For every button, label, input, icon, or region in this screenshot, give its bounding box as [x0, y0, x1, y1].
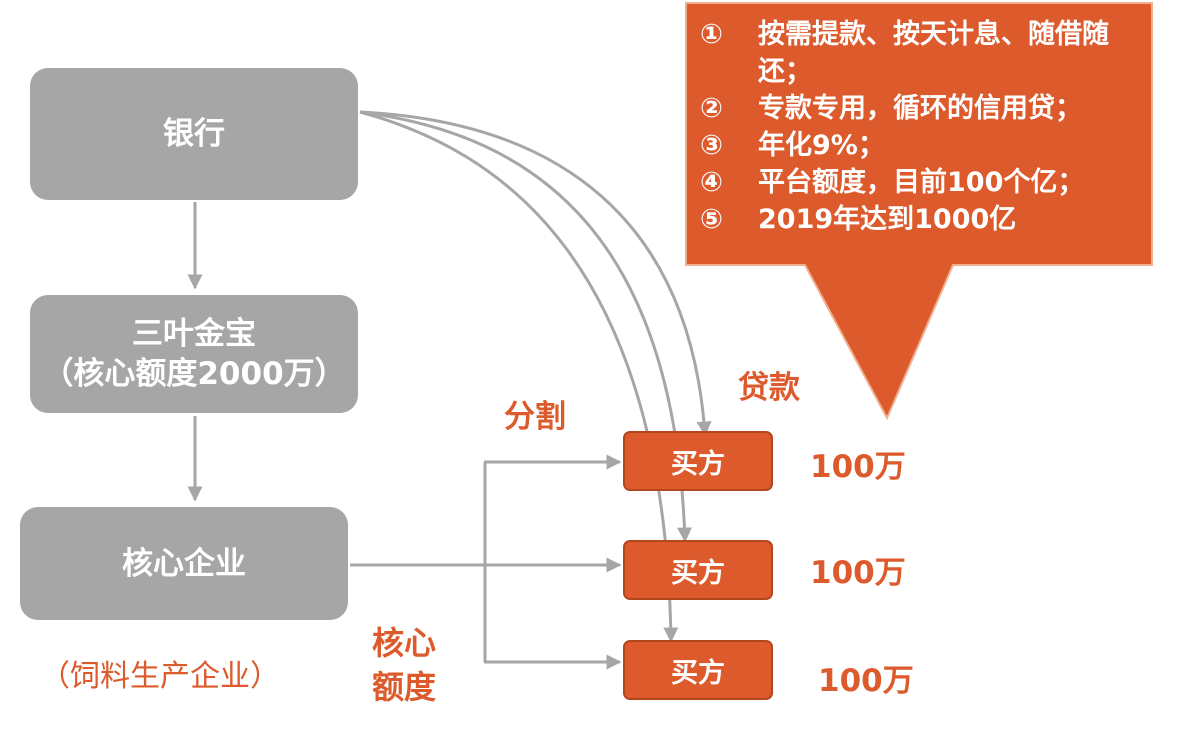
platform-quota: （核心额度2000万） — [42, 356, 346, 392]
core-enterprise-label: 核心企业 — [122, 545, 246, 582]
core-enterprise-note: （饲料生产企业） — [40, 659, 280, 694]
callout-item: ② 专款专用，循环的信用贷； — [700, 90, 1160, 127]
core-enterprise-node: 核心企业 — [20, 507, 348, 620]
platform-name: 三叶金宝 — [132, 316, 256, 352]
callout-item: ① 按需提款、按天计息、随借随还； — [700, 16, 1160, 90]
core-quota-label: 核心 额度 — [372, 621, 436, 709]
callout-item-number: ③ — [700, 130, 723, 161]
buyer-node-1: 买方 — [623, 431, 773, 491]
callout-item: ④ 平台额度，目前100个亿； — [700, 164, 1160, 201]
core-quota-line2: 额度 — [372, 668, 437, 706]
callout-item-text: 按需提款、按天计息、随借随还； — [758, 19, 1109, 87]
buyer-label: 买方 — [671, 448, 725, 480]
loan-arrow-to-buyer1 — [359, 110, 712, 437]
callout-bubble — [685, 2, 1153, 421]
callout-item-number: ⑤ — [700, 204, 723, 235]
loan-label: 贷款 — [738, 370, 800, 406]
callout-item-number: ② — [700, 93, 723, 124]
buyer-amount-2: 100万 — [810, 555, 906, 591]
buyer-node-3: 买方 — [623, 640, 773, 700]
callout-item-text: 2019年达到1000亿 — [758, 204, 1017, 235]
callout-item: ③ 年化9%； — [700, 127, 1160, 164]
callout-item-text: 专款专用，循环的信用贷； — [758, 93, 1082, 124]
callout-item-text: 年化9%； — [758, 130, 885, 161]
callout-list: ① 按需提款、按天计息、随借随还； ② 专款专用，循环的信用贷； ③ 年化9%；… — [700, 16, 1160, 238]
callout-item: ⑤ 2019年达到1000亿 — [700, 201, 1160, 238]
callout-item-text: 平台额度，目前100个亿； — [758, 167, 1085, 198]
split-label: 分割 — [504, 399, 566, 435]
bank-node: 银行 — [30, 68, 358, 200]
bank-label: 银行 — [163, 116, 225, 152]
callout-item-number: ① — [700, 19, 723, 50]
buyer-label: 买方 — [671, 657, 725, 689]
buyer-amount-1: 100万 — [810, 449, 906, 485]
buyer-amount-3: 100万 — [818, 663, 914, 699]
core-quota-line1: 核心 — [372, 624, 437, 662]
loan-arrow-to-buyer2 — [359, 110, 693, 543]
loan-arrow-to-buyer3 — [359, 110, 679, 643]
buyer-label: 买方 — [671, 557, 725, 589]
platform-node: 三叶金宝 （核心额度2000万） — [30, 295, 358, 413]
callout-item-number: ④ — [700, 167, 723, 198]
buyer-node-2: 买方 — [623, 540, 773, 600]
